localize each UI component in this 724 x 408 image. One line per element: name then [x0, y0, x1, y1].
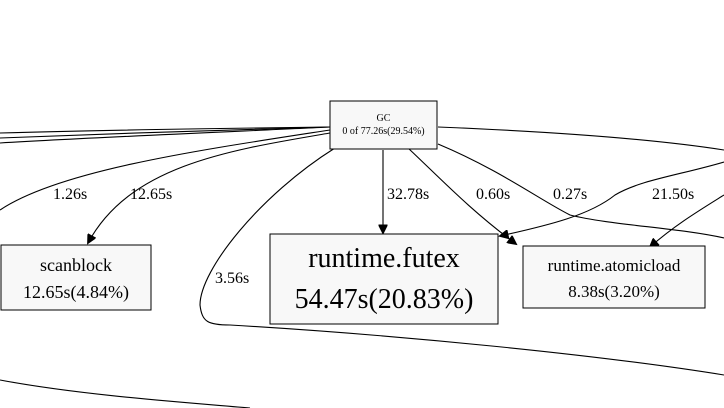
node-gc-stats: 0 of 77.26s(29.54%): [342, 126, 424, 137]
node-runtime-atomicload[interactable]: runtime.atomicload 8.38s(3.20%): [522, 245, 706, 309]
edge-label-0-60s: 0.60s: [476, 186, 510, 203]
node-runtime-atomicload-name: runtime.atomicload: [548, 256, 681, 275]
edge-incoming-left-3: [0, 126, 331, 144]
node-runtime-atomicload-stats: 8.38s(3.20%): [568, 282, 660, 301]
node-scanblock-stats: 12.65s(4.84%): [23, 282, 129, 303]
edge-gc-to-scanblock: [88, 132, 331, 243]
edge-label-12-65s: 12.65s: [130, 186, 172, 203]
node-runtime-futex-name: runtime.futex: [308, 243, 460, 274]
edge-label-1-26s: 1.26s: [53, 186, 87, 203]
edge-label-0-27s: 0.27s: [553, 186, 587, 203]
edge-bottom: [0, 379, 251, 408]
edge-label-21-50s: 21.50s: [652, 186, 694, 203]
edge-right-to-atomicload: [650, 194, 724, 247]
edge-label-3-56s: 3.56s: [215, 270, 249, 287]
edge-incoming-left-2: [0, 126, 331, 139]
edge-label-32-78s: 32.78s: [387, 186, 429, 203]
node-scanblock[interactable]: scanblock 12.65s(4.84%): [0, 244, 152, 311]
edge-gc-to-right-0-27: [437, 143, 724, 239]
edge-gc-loop-3-56: [199, 147, 724, 376]
edge-gc-to-left-node: [0, 129, 331, 211]
node-gc[interactable]: GC 0 of 77.26s(29.54%): [329, 100, 438, 150]
node-runtime-futex[interactable]: runtime.futex 54.47s(20.83%): [269, 233, 499, 325]
edge-right-to-futex: [500, 161, 724, 236]
edge-gc-to-right-top: [437, 126, 724, 151]
node-runtime-futex-stats: 54.47s(20.83%): [295, 284, 474, 315]
edge-incoming-left-1: [0, 126, 331, 134]
node-gc-name: GC: [377, 113, 391, 124]
node-scanblock-name: scanblock: [40, 255, 112, 275]
